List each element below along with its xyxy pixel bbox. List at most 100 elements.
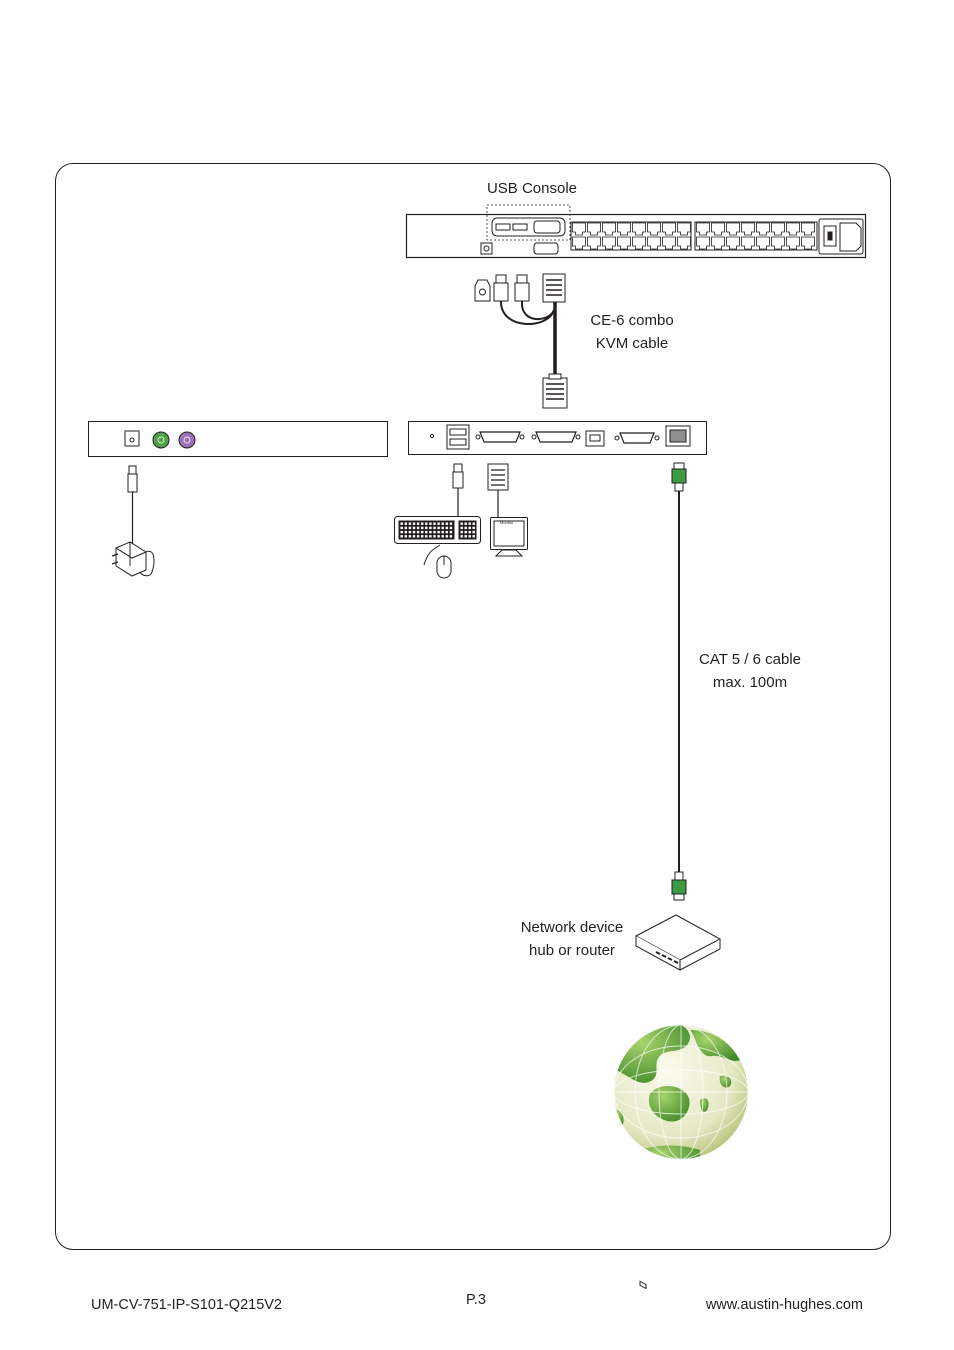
keyboard-key xyxy=(433,530,436,534)
footer-website[interactable]: www.austin-hughes.com xyxy=(705,1297,863,1313)
monitor-icon xyxy=(487,463,528,557)
cv-front-panel-right xyxy=(408,421,707,455)
rj45-port xyxy=(617,236,631,250)
footer-doc-code: UM-CV-751-IP-S101-Q215V2 xyxy=(91,1297,282,1313)
keyboard-key xyxy=(408,522,412,525)
rj45-port-grid xyxy=(572,222,815,250)
keyboard-key xyxy=(449,535,453,538)
keyboard-key xyxy=(449,530,453,534)
keyboard-key xyxy=(429,522,432,525)
rj45-connector-icon xyxy=(671,871,687,901)
keyboard-key xyxy=(408,530,412,534)
rj45-port xyxy=(632,222,646,236)
keyboard-key xyxy=(468,535,471,538)
rj45-port xyxy=(587,236,601,250)
rj45-port xyxy=(756,222,770,236)
kvm-cable-label-line1: CE-6 combo xyxy=(590,312,674,329)
rj45-port xyxy=(756,236,770,250)
keyboard-key xyxy=(437,535,440,538)
keyboard-key xyxy=(449,522,453,525)
rj45-port xyxy=(786,222,800,236)
keyboard-key xyxy=(472,535,475,538)
rj45-port xyxy=(632,236,646,250)
diagram-frame xyxy=(55,163,891,1250)
keyboard-key xyxy=(425,530,428,534)
rj45-port xyxy=(696,222,710,236)
keyboard-key xyxy=(412,530,416,534)
keyboard-key xyxy=(400,526,403,530)
keyboard-key xyxy=(429,535,432,538)
keyboard-key xyxy=(416,530,420,534)
keyboard-key xyxy=(429,530,432,534)
keyboard-key xyxy=(464,522,467,525)
rj45-port xyxy=(741,222,755,236)
keyboard-key xyxy=(408,526,412,530)
keyboard-key xyxy=(429,526,432,530)
rj45-port xyxy=(801,222,815,236)
rj45-port xyxy=(677,222,691,236)
keyboard-keys xyxy=(400,522,475,538)
keyboard-key xyxy=(425,535,428,538)
cv-front-panel-left xyxy=(88,421,388,457)
kvm-switch-icon xyxy=(405,204,867,259)
keyboard-key xyxy=(464,530,467,534)
keyboard-key xyxy=(460,530,463,534)
footer-page-number: P.3 xyxy=(466,1292,486,1308)
keyboard-key xyxy=(445,522,448,525)
keyboard-key xyxy=(441,526,444,530)
rj45-port xyxy=(726,236,740,250)
keyboard-key xyxy=(416,522,420,525)
keyboard-key xyxy=(445,526,448,530)
rj45-port xyxy=(677,236,691,250)
network-hub-icon xyxy=(634,914,722,1290)
cat-cable-label-line2: max. 100m xyxy=(712,674,788,691)
keyboard-key xyxy=(441,522,444,525)
keyboard-key xyxy=(421,522,424,525)
keyboard-key xyxy=(404,522,407,525)
cat-cable xyxy=(671,462,687,901)
rj45-port xyxy=(771,236,785,250)
keyboard-key xyxy=(441,535,444,538)
keyboard-key xyxy=(437,530,440,534)
keyboard-key xyxy=(449,526,453,530)
keyboard-key xyxy=(433,535,436,538)
keyboard-key xyxy=(472,522,475,525)
monitor-label: Monitor xyxy=(500,520,514,525)
rj45-port xyxy=(786,236,800,250)
network-label-line2: hub or router xyxy=(529,942,615,959)
rj45-port xyxy=(587,222,601,236)
keyboard-key xyxy=(472,530,475,534)
rj45-port xyxy=(711,222,725,236)
keyboard-key xyxy=(433,522,436,525)
rj45-port xyxy=(696,236,710,250)
keyboard-key xyxy=(445,530,448,534)
rj45-port xyxy=(711,236,725,250)
rj45-port xyxy=(572,236,586,250)
cat-cable-label-line1: CAT 5 / 6 cable xyxy=(699,651,801,668)
rj45-port xyxy=(771,222,785,236)
rj45-port xyxy=(801,236,815,250)
keyboard-key xyxy=(468,526,471,530)
power-adapter-icon xyxy=(111,465,155,577)
mouse-icon xyxy=(423,544,452,579)
keyboard-key xyxy=(412,522,416,525)
rj45-port xyxy=(662,236,676,250)
keyboard-key xyxy=(408,535,412,538)
keyboard-key xyxy=(421,535,424,538)
keyboard-key xyxy=(460,526,463,530)
keyboard-key xyxy=(468,530,471,534)
keyboard-key xyxy=(464,526,467,530)
kvm-cable-label-line2: KVM cable xyxy=(595,335,669,352)
keyboard-key xyxy=(468,522,471,525)
keyboard-key xyxy=(460,522,463,525)
keyboard-key xyxy=(400,522,403,525)
keyboard-key xyxy=(404,526,407,530)
keyboard-key xyxy=(416,535,420,538)
rj45-port xyxy=(647,236,661,250)
usb-console-label: USB Console xyxy=(486,180,578,197)
rj45-port xyxy=(741,236,755,250)
keyboard-key xyxy=(400,530,403,534)
keyboard-key xyxy=(460,535,463,538)
rj45-port xyxy=(726,222,740,236)
